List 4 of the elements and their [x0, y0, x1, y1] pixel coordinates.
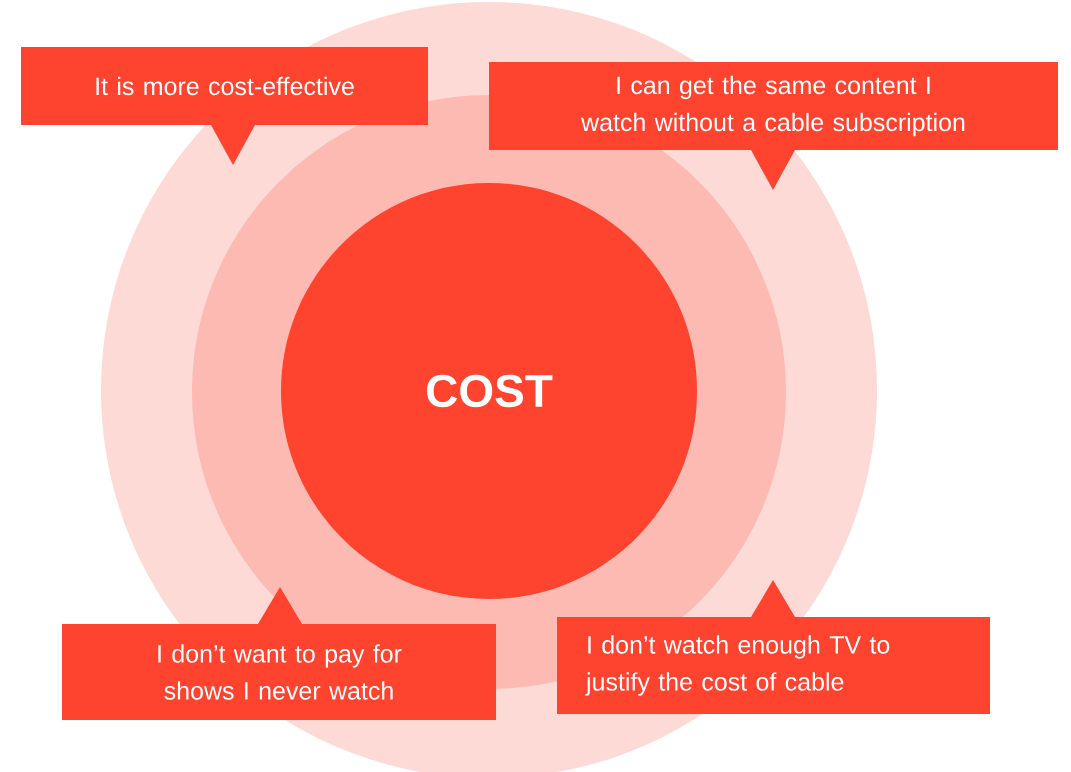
callout-box: I don’t want to pay for shows I never watch [62, 587, 496, 720]
callout-box: It is more cost-effective [21, 47, 428, 165]
callout-box: I can get the same content I watch without a cable subscription [489, 62, 1058, 190]
callout-box: I don’t watch enough TV to justify the cost of cable [557, 580, 990, 714]
